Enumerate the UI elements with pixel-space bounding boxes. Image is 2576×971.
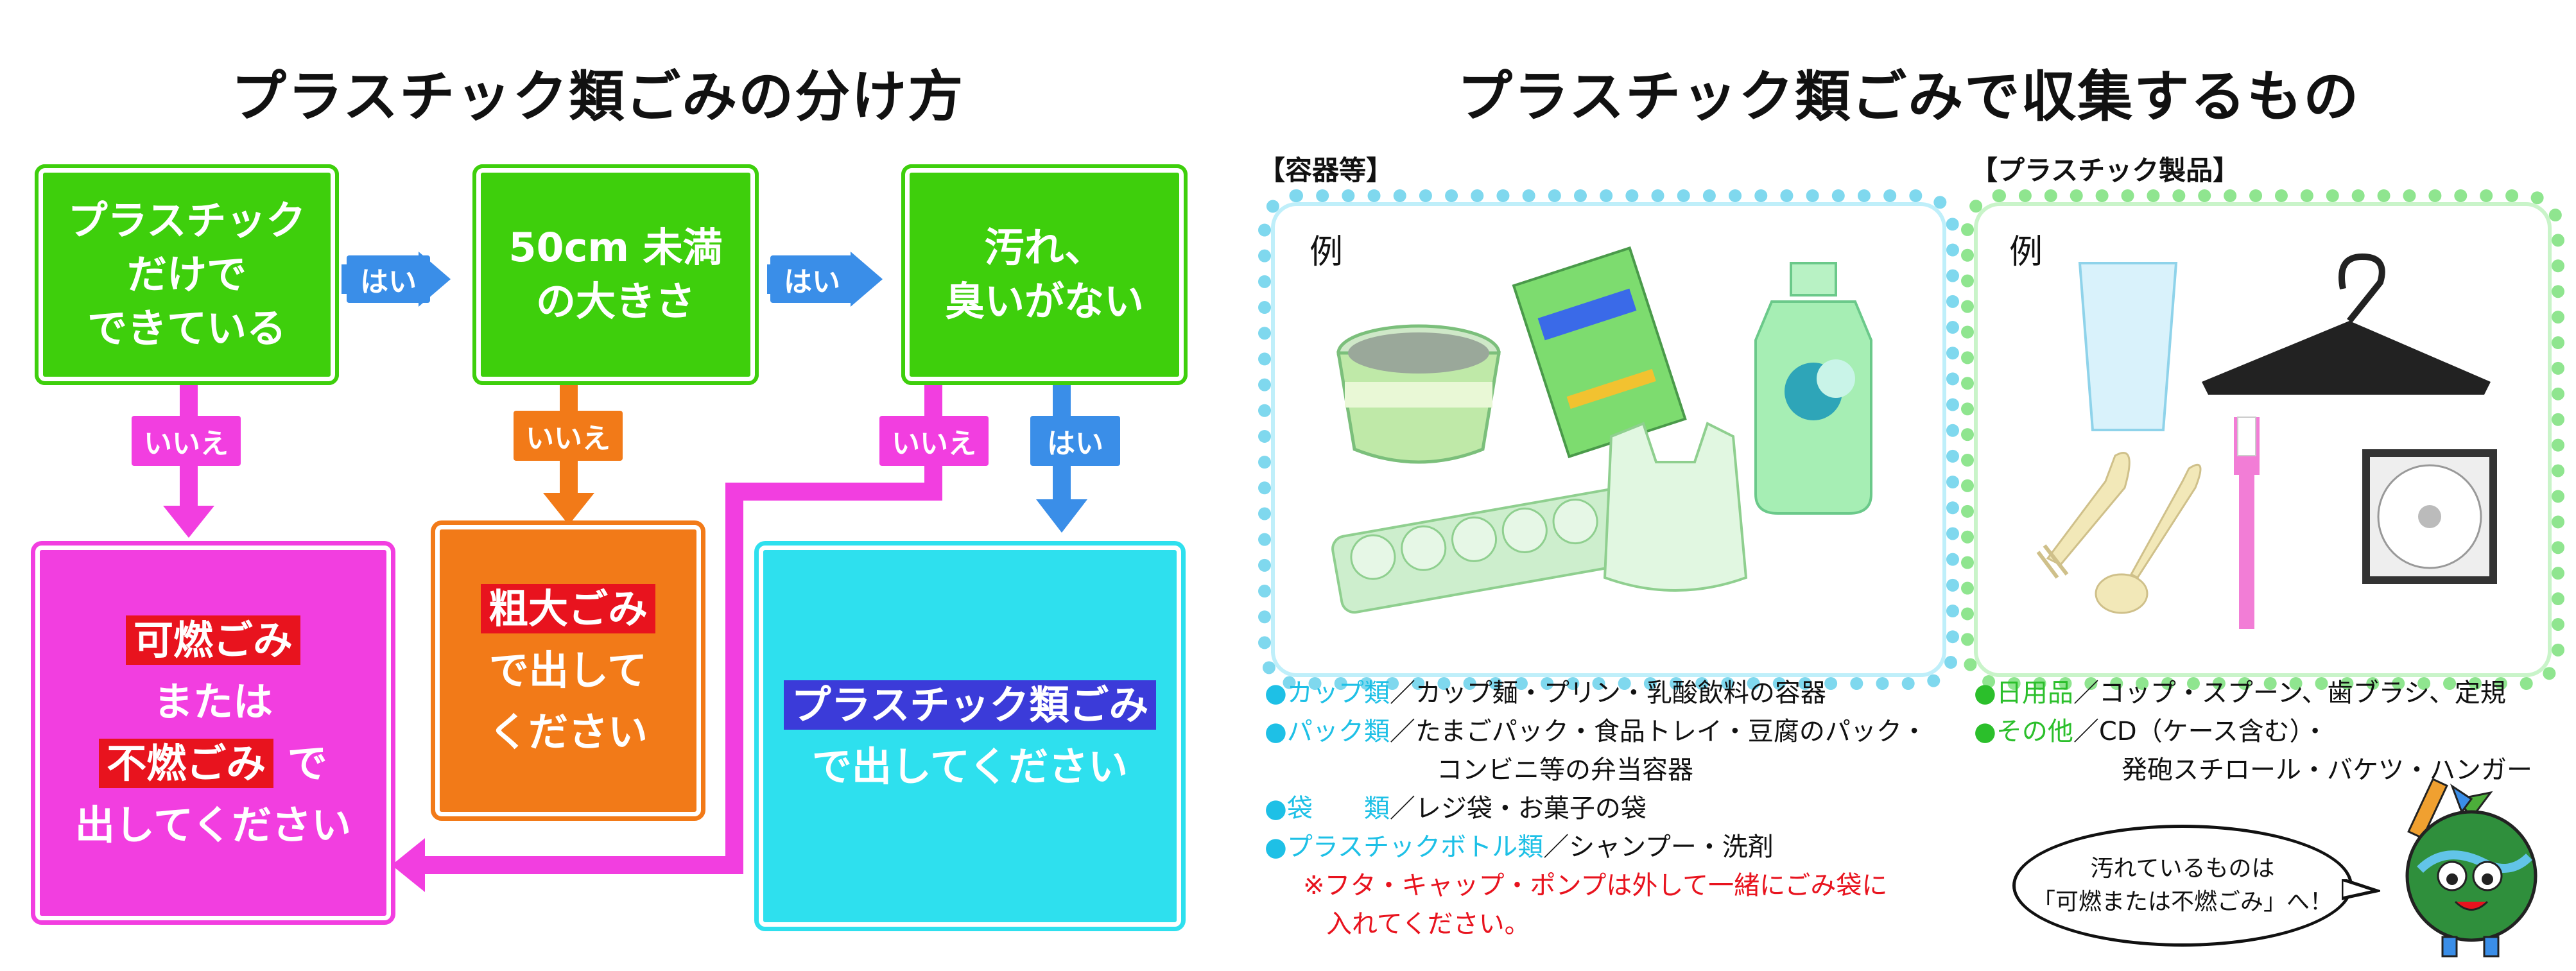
result-burnable: 可燃ごみ または 不燃ごみ で 出してください	[35, 546, 391, 920]
containers-list: ●カップ類／カップ麺・プリン・乳酸飲料の容器 ●パック類／たまごパック・食品トレ…	[1265, 674, 1927, 943]
list-item: ●パック類／たまごパック・食品トレイ・豆腐のパック・	[1265, 717, 1928, 746]
hanger-icon	[2202, 253, 2491, 395]
snack-bag-icon	[1512, 246, 1687, 458]
products-list: ●日用品／コップ・スプーン、歯ブラシ、定規 ●その他／CD（ケース含む）・ 発砲…	[1974, 674, 2532, 789]
burnable-label: 可燃ごみ	[125, 615, 300, 665]
mascot-icon	[2405, 778, 2537, 958]
cup-bowl-icon	[1336, 324, 1501, 464]
list-item: ●袋 類／レジ袋・お菓子の袋	[1265, 794, 1647, 823]
step3-line1: 汚れ、	[984, 224, 1105, 271]
containers-illustration	[1331, 246, 1872, 614]
plastic-label: プラスチック類ごみ	[783, 680, 1157, 730]
yes-tag-2: はい	[770, 255, 854, 303]
cup-icon	[2078, 262, 2178, 431]
products-example: 例	[2009, 233, 2043, 271]
list-item: 発砲スチロール・バケツ・ハンガー	[2122, 755, 2532, 785]
or-text: または	[153, 678, 273, 725]
bubble-line1: 汚れているものは	[2090, 855, 2275, 882]
list-item: ●プラスチックボトル類／シャンプー・洗剤	[1265, 832, 1774, 862]
list-item: コンビニ等の弁当容器	[1437, 755, 1693, 785]
products-panel	[1961, 189, 2564, 690]
note-line1: ※フタ・キャップ・ポンプは外して一緒にごみ袋に	[1303, 871, 1888, 900]
spoon-icon	[2095, 463, 2202, 614]
oversize-line3: ください	[488, 709, 648, 756]
fork-icon	[2036, 452, 2131, 579]
step1-line1: プラスチック	[67, 197, 306, 245]
oversize-line2: で出して	[488, 646, 648, 694]
yes-tag-1: はい	[347, 255, 430, 303]
bubble-line2: 「可燃または不燃ごみ」へ！	[2032, 889, 2333, 915]
result-plastic: プラスチック類ごみ で出してください	[759, 546, 1181, 927]
bubble-tail	[2342, 879, 2380, 900]
no-tag-2: いいえ	[514, 411, 623, 461]
containers-example: 例	[1310, 233, 1344, 271]
speech-bubble: 汚れているものは 「可燃または不燃ごみ」へ！	[2012, 825, 2353, 947]
right-title: プラスチック類ごみで収集するもの	[1457, 65, 2360, 129]
note-line2: 入れてください。	[1326, 909, 1530, 939]
list-item: ●カップ類／カップ麺・プリン・乳酸飲料の容器	[1265, 678, 1826, 708]
egg-pack-icon	[1331, 488, 1634, 614]
step1-line3: できている	[87, 304, 286, 352]
step1-line2: だけで	[126, 251, 246, 298]
products-illustration	[2036, 253, 2497, 629]
products-label: 【プラスチック製品】	[1971, 155, 2240, 186]
containers-label: 【容器等】	[1258, 155, 1394, 186]
toothbrush-icon	[2234, 417, 2260, 629]
no-tag-1: いいえ	[132, 416, 241, 466]
left-title: プラスチック類ごみの分け方	[231, 65, 965, 129]
step2-line2: の大きさ	[535, 278, 695, 325]
plastic-bottle-icon	[1754, 262, 1872, 515]
step3-line2: 臭いがない	[944, 278, 1144, 325]
cd-case-icon	[2362, 449, 2497, 584]
step-size: 50cm 未満 の大きさ	[472, 164, 759, 385]
list-item: ●その他／CD（ケース含む）・	[1974, 717, 2328, 746]
step-clean: 汚れ、 臭いがない	[901, 164, 1188, 385]
yes-tag-3: はい	[1030, 416, 1120, 466]
nonburnable-label: 不燃ごみ	[99, 739, 274, 788]
step-plastic-only: プラスチック だけで できている	[35, 164, 339, 385]
dispose-text: 出してください	[74, 802, 352, 849]
de-text: で	[287, 740, 327, 787]
plastic-bag-icon	[1603, 422, 1748, 592]
step2-line1: 50cm 未満	[508, 224, 723, 271]
no-tag-3: いいえ	[879, 416, 989, 466]
oversize-label: 粗大ごみ	[480, 583, 655, 633]
plastic-line2: で出してください	[811, 743, 1128, 790]
result-oversize: 粗大ごみ で出して ください	[435, 525, 701, 816]
list-item: ●日用品／コップ・スプーン、歯ブラシ、定規	[1974, 678, 2506, 708]
